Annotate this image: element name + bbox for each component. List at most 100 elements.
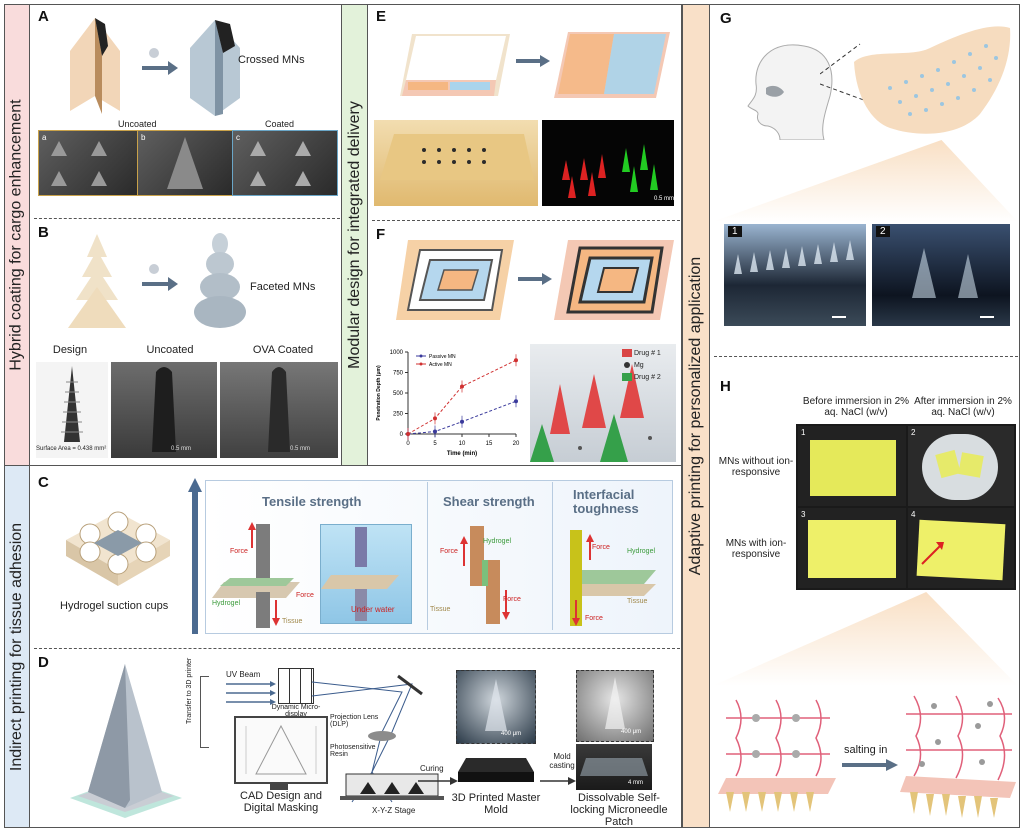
panel-E-F-frame: [368, 4, 682, 466]
legend-drug2: Drug # 2: [622, 372, 661, 384]
x-axis-label: Time (min): [447, 451, 477, 457]
x-tick-label: 20: [513, 441, 520, 447]
modular-patch-after: [554, 32, 670, 98]
curing-label: Curing: [420, 764, 444, 773]
tissue-label: Tissue: [430, 606, 451, 613]
microscope-image-2: 2: [872, 224, 1010, 326]
series-line: [407, 359, 517, 435]
data-point: [433, 416, 437, 421]
arrow-icon: [142, 264, 178, 291]
after-immersion-header: After immersion in 2% aq. NaCl (w/v): [914, 396, 1012, 418]
shear-test-diagram: [460, 526, 510, 624]
series-line: [407, 400, 517, 435]
dashed-zoom-lines: [820, 43, 881, 107]
design-render: Surface Area = 0.438 mm²: [36, 362, 108, 458]
divider-E-F: [372, 220, 680, 221]
faceted-mn-coated-icon: [194, 233, 246, 328]
tissue-label: Tissue: [627, 598, 648, 605]
microscope-image-1: 1: [724, 224, 866, 326]
section-hybrid-coating: Hybrid coating for cargo enhancement: [4, 4, 30, 466]
interfacial-test-diagram: [570, 530, 656, 626]
section-title: Hybrid coating for cargo enhancement: [8, 99, 26, 371]
force-label: Force: [503, 596, 521, 603]
panel-label-E: E: [376, 8, 387, 25]
uncoated-label: Uncoated: [118, 119, 157, 129]
uv-beam-arrows: [226, 681, 276, 705]
legend-drug1: Drug # 1: [622, 348, 661, 360]
data-point: [460, 384, 464, 389]
y-tick-label: 500: [393, 391, 404, 397]
gelatin-patch-photo: [374, 120, 538, 206]
faceted-mn-design-icon: [68, 234, 126, 328]
hydrogel-label: Hydrogel: [627, 548, 656, 555]
data-point: [514, 399, 518, 404]
design-label: Design: [52, 344, 88, 356]
data-point: [406, 432, 410, 436]
sem-image-a: a: [38, 130, 138, 196]
x-tick-label: 10: [459, 441, 466, 447]
divider: [552, 482, 553, 630]
mold-casting-label: Mold casting: [549, 752, 575, 770]
crossed-mn-coated-icon: [190, 20, 240, 116]
panel-label-A: A: [38, 8, 49, 25]
x-tick-label: 5: [433, 441, 437, 447]
legend-label: Active MN: [429, 362, 452, 368]
tissue-label: Tissue: [282, 618, 303, 625]
panel-label-G: G: [720, 10, 732, 27]
legend-label: Passive MN: [429, 354, 456, 360]
photo-1: 1: [798, 426, 906, 506]
patch-closeup: 400 μm: [576, 670, 654, 742]
crossed-mn-design-icon: [70, 18, 120, 114]
hydrogel-suction-cups-label: Hydrogel suction cups: [60, 600, 169, 612]
photo-4: 4: [908, 508, 1014, 588]
y-tick-label: 1000: [390, 350, 404, 356]
data-point: [514, 358, 518, 363]
mold-casting-arrow: [540, 777, 576, 785]
under-water-tank: Under water: [320, 524, 412, 624]
section-title: Modular design for integrated delivery: [345, 101, 363, 369]
divider: [427, 482, 428, 630]
strength-tests-box: [205, 480, 673, 634]
section-title: Indirect printing for tissue adhesion: [8, 522, 26, 771]
drug-release-render: Drug # 1 Mg Drug # 2: [530, 344, 676, 462]
y-tick-label: 0: [400, 432, 404, 438]
crossed-mns-label: Crossed MNs: [238, 54, 305, 66]
panel-label-C: C: [38, 474, 49, 491]
sem-ova-coated: 0.5 mm: [220, 362, 338, 458]
y-tick-label: 750: [393, 371, 404, 377]
surface-area-label: Surface Area = 0.438 mm²: [36, 446, 107, 452]
facial-patch-icon: [854, 26, 1011, 134]
legend-marker: [419, 362, 423, 366]
panel-C-D-frame: [30, 466, 682, 828]
arrow-icon: [516, 55, 550, 67]
divider-C-D: [34, 648, 680, 649]
under-water-label: Under water: [351, 605, 395, 614]
x-tick-label: 0: [406, 441, 410, 447]
polymer-network-before: [718, 699, 836, 812]
shear-strength-header: Shear strength: [443, 494, 535, 509]
cad-screen: [234, 716, 328, 784]
photo-3: 3: [798, 508, 906, 588]
legend-mg: Mg: [622, 360, 661, 372]
data-point: [433, 429, 437, 434]
section-title: Adaptive printing for personalized appli…: [687, 256, 705, 576]
cad-design-label: CAD Design and Digital Masking: [240, 790, 322, 814]
projection-lens-label: Projection Lens (DLP): [330, 714, 379, 728]
y-axis-label: Penetration Depth (μm): [376, 365, 382, 421]
sem-image-b: b: [137, 130, 233, 196]
panel-label-D: D: [38, 654, 49, 671]
section-adaptive-printing: Adaptive printing for personalized appli…: [682, 4, 710, 828]
divider-G-H: [714, 356, 1018, 357]
uncoated-label: Uncoated: [146, 344, 194, 356]
transfer-label: Transfer to 3D printer: [186, 657, 193, 724]
before-immersion-header: Before immersion in 2% aq. NaCl (w/v): [802, 396, 910, 418]
arrow-icon: [142, 48, 178, 75]
interfacial-toughness-header: Interfacial toughness: [573, 487, 639, 516]
panel-label-B: B: [38, 224, 49, 241]
fluorescence-image: 0.5 mm: [542, 120, 674, 206]
photosensitive-resin-label: Photosensitive Resin: [330, 744, 376, 758]
force-label: Force: [296, 592, 314, 599]
resin-vat: [340, 773, 444, 800]
panel-label-F: F: [376, 226, 386, 243]
hydrogel-label: Hydrogel: [483, 538, 512, 545]
